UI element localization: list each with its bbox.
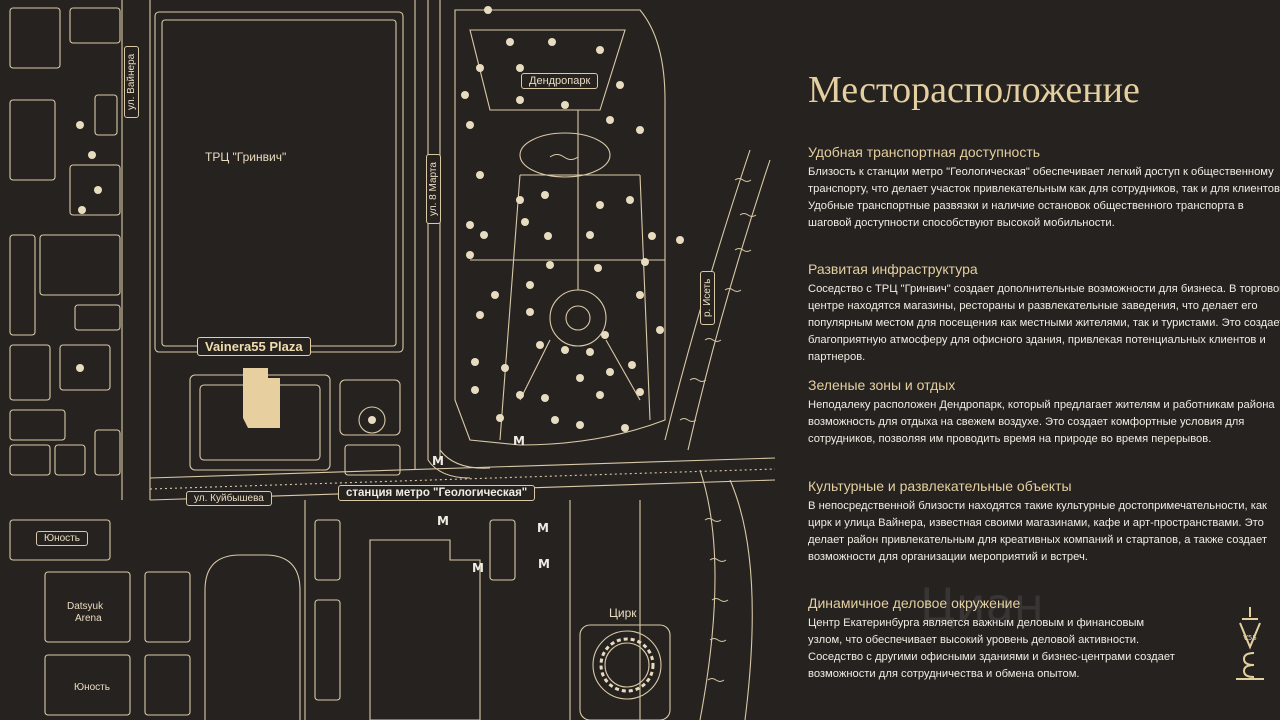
watermark: Циан	[920, 578, 1044, 632]
section-transport: Удобная транспортная доступность Близост…	[808, 144, 1280, 232]
park-trees	[76, 6, 684, 432]
metro-icon: M	[432, 454, 444, 468]
section-heading: Зеленые зоны и отдых	[808, 377, 956, 393]
place-label-yunost-2: Юность	[74, 682, 110, 693]
street-label-8-marta: ул. 8 Марта	[426, 154, 441, 224]
section-heading: Динамичное деловое окружение	[808, 595, 1021, 611]
section-text: Соседство с ТРЦ "Гринвич" создает дополн…	[808, 283, 1280, 363]
metro-icon: M	[537, 521, 549, 535]
location-map: M M M M M M	[9, 0, 775, 720]
street-label-kuybysheva: ул. Куйбышева	[186, 491, 272, 506]
metro-icon: M	[437, 514, 449, 528]
street-label-vainera: ул. Вайнера	[124, 45, 139, 118]
section-heading: Развитая инфраструктура	[808, 261, 978, 277]
place-label-dendropark: Дендропарк	[521, 73, 599, 89]
section-culture: Культурные и развлекательные объекты В н…	[808, 478, 1280, 566]
place-label-grinvich: ТРЦ "Гринвич"	[205, 150, 287, 164]
section-text: Неподалеку расположен Дендропарк, которы…	[808, 399, 1275, 445]
section-infrastructure: Развитая инфраструктура Соседство с ТРЦ …	[808, 261, 1280, 366]
metro-icon: M	[538, 557, 550, 571]
page-title: Месторасположение	[808, 69, 1140, 111]
section-green-zones: Зеленые зоны и отдых Неподалеку располож…	[808, 377, 1280, 448]
svg-text:V55: V55	[1243, 634, 1257, 642]
section-business: Динамичное деловое окружение Центр Екате…	[808, 595, 1178, 683]
place-label-metro-station: станция метро "Геологическая"	[338, 485, 536, 501]
plaza-building[interactable]	[243, 368, 280, 428]
metro-icon: M	[472, 561, 484, 575]
place-label-datsyuk-arena-line2: Arena	[75, 613, 102, 624]
section-text: Близость к станции метро "Геологическая"…	[808, 166, 1280, 229]
v55-logo-icon: V55	[1236, 607, 1264, 680]
place-label-plaza[interactable]: Vainera55 Plaza	[197, 337, 311, 356]
place-label-circus: Цирк	[609, 606, 637, 620]
section-text: В непосредственной близости находятся та…	[808, 500, 1267, 563]
place-label-yunost-1: Юность	[36, 531, 88, 546]
metro-icons: M M M M M M	[432, 434, 550, 575]
circus-icon	[599, 637, 655, 693]
description-panel: Месторасположение Удобная транспортная д…	[808, 0, 1280, 720]
section-text: Центр Екатеринбурга является важным дело…	[808, 617, 1175, 680]
section-heading: Удобная транспортная доступность	[808, 144, 1041, 160]
metro-icon: M	[513, 434, 525, 448]
river-waves	[549, 154, 757, 682]
section-heading: Культурные и развлекательные объекты	[808, 478, 1072, 494]
place-label-datsyuk-arena-line1: Datsyuk	[67, 601, 104, 612]
river-label-iset: р. Исеть	[700, 270, 715, 325]
